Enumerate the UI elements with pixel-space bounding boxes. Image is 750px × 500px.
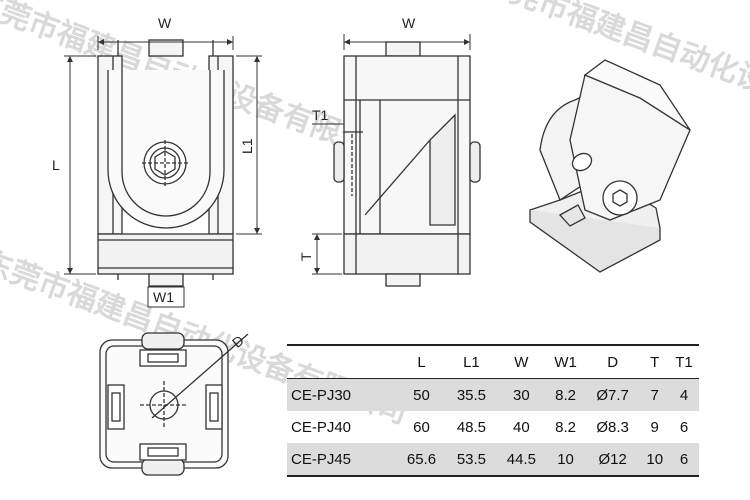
- w1-label-box: [147, 286, 185, 308]
- cell-w: 30: [513, 386, 530, 404]
- cell-w: 44.5: [506, 450, 536, 468]
- cell-t1: 6: [679, 450, 689, 468]
- bottom-view: [99, 332, 249, 476]
- cell-t1: 6: [679, 418, 689, 436]
- cell-d: Ø8.3: [596, 418, 629, 436]
- cell-l: 50: [413, 386, 430, 404]
- cell-t1: 4: [679, 386, 689, 404]
- isometric-view: [528, 59, 691, 273]
- cell-t: 9: [650, 418, 659, 436]
- cell-l: 65.6: [406, 450, 437, 468]
- cell-model: CE-PJ45: [291, 450, 352, 468]
- cell-w1: 8.2: [555, 418, 576, 436]
- table-row: CE-PJ40 60 48.5 40 8.2 Ø8.3 9 6: [287, 411, 699, 443]
- cell-t: 10: [646, 450, 664, 468]
- front-dimensions: [64, 36, 262, 304]
- header-w: W: [514, 353, 529, 371]
- cell-w1: 10: [557, 450, 574, 468]
- cell-l1: 53.5: [456, 450, 487, 468]
- header-l1: L1: [463, 353, 480, 371]
- spec-table: L L1 W W1 D T T1 CE-PJ30 50 35.5 30 8.2 …: [287, 344, 699, 477]
- table-row: CE-PJ45 65.6 53.5 44.5 10 Ø12 10 6: [287, 443, 699, 476]
- header-l: L: [417, 353, 426, 371]
- header-model: [287, 345, 397, 379]
- side-w-label: W: [402, 15, 416, 31]
- front-w-label: W: [158, 15, 172, 31]
- cell-d: Ø7.7: [596, 386, 629, 404]
- cell-l: 60: [413, 418, 430, 436]
- cell-l1: 35.5: [456, 386, 487, 404]
- cell-l1: 48.5: [456, 418, 487, 436]
- front-l1-label: L1: [239, 138, 255, 154]
- header-t1: T1: [675, 353, 693, 371]
- side-t-label: T: [298, 252, 314, 261]
- header-t: T: [650, 353, 660, 371]
- cell-model: CE-PJ40: [291, 418, 352, 436]
- front-view: [97, 39, 234, 287]
- cell-d: Ø12: [598, 450, 627, 468]
- table-row: CE-PJ30 50 35.5 30 8.2 Ø7.7 7 4: [287, 378, 699, 411]
- front-w1-label: W1: [153, 289, 174, 305]
- side-dimensions: [312, 34, 471, 275]
- spec-table-header-row: L L1 W W1 D T T1: [287, 345, 699, 379]
- cell-t: 7: [650, 386, 659, 404]
- cell-model: CE-PJ30: [291, 386, 352, 404]
- side-t1-label: T1: [312, 107, 329, 123]
- front-l-label: L: [52, 157, 60, 173]
- header-d: D: [607, 353, 619, 371]
- header-w1: W1: [554, 353, 577, 371]
- side-view: [333, 41, 481, 287]
- cell-w1: 8.2: [555, 386, 576, 404]
- cell-w: 40: [513, 418, 530, 436]
